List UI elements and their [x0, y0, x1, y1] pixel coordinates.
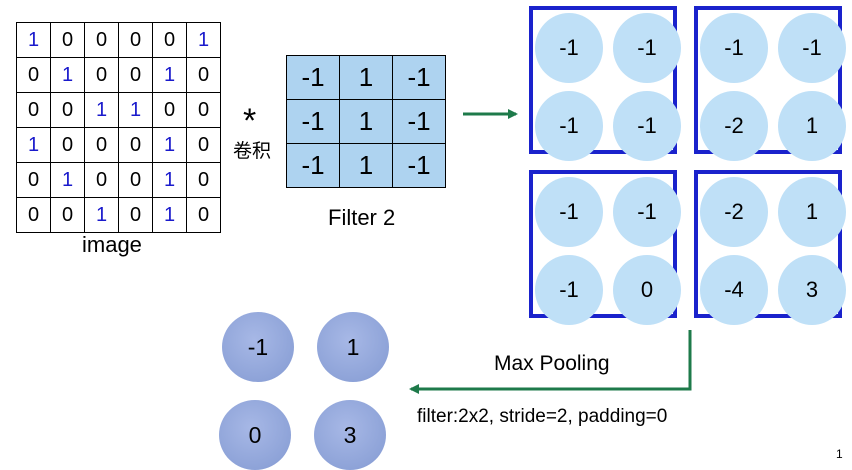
pooled-value: 3 — [314, 400, 386, 470]
max-pooling-label: Max Pooling — [494, 352, 610, 375]
image-cell: 0 — [84, 162, 119, 198]
image-cell: 0 — [50, 197, 85, 233]
feature-value: 3 — [778, 255, 846, 325]
image-cell: 1 — [152, 197, 187, 233]
pooled-value: -1 — [222, 312, 294, 382]
feature-value: -1 — [613, 177, 681, 247]
image-cell: 1 — [118, 92, 153, 128]
image-cell: 0 — [16, 92, 51, 128]
image-cell: 0 — [152, 22, 187, 58]
pooling-params: filter:2x2, stride=2, padding=0 — [417, 406, 668, 427]
feature-value: -1 — [613, 91, 681, 161]
feature-value: -1 — [778, 13, 846, 83]
filter-cell: 1 — [339, 143, 393, 188]
feature-value: -2 — [700, 177, 768, 247]
feature-value: -1 — [700, 13, 768, 83]
image-cell: 0 — [186, 92, 221, 128]
feature-block-top-right: -1 -1 -2 1 — [694, 6, 846, 161]
feature-value: -1 — [613, 13, 681, 83]
feature-value: -1 — [535, 177, 603, 247]
feature-block-top-left: -1 -1 -1 -1 — [529, 6, 681, 161]
filter-cell: -1 — [392, 99, 446, 144]
feature-block-bottom-right: -2 1 -4 3 — [694, 170, 846, 325]
page-number: 1 — [836, 447, 843, 461]
image-cell: 1 — [84, 92, 119, 128]
feature-value: -1 — [535, 255, 603, 325]
convolution-operator: * — [243, 102, 257, 140]
pooled-value: 0 — [219, 400, 291, 470]
image-cell: 0 — [118, 57, 153, 93]
filter-cell: -1 — [392, 143, 446, 188]
convolution-label: 卷积 — [233, 141, 272, 162]
feature-value: 0 — [613, 255, 681, 325]
feature-block-bottom-left: -1 -1 -1 0 — [529, 170, 681, 325]
pooling-arrow — [409, 330, 692, 394]
image-cell: 0 — [118, 127, 153, 163]
image-cell: 1 — [186, 22, 221, 58]
pooled-value: 1 — [317, 312, 389, 382]
feature-value: 1 — [778, 177, 846, 247]
filter-cell: 1 — [339, 99, 393, 144]
image-cell: 0 — [186, 162, 221, 198]
feature-value: 1 — [778, 91, 846, 161]
image-cell: 0 — [152, 92, 187, 128]
feature-value: -1 — [535, 91, 603, 161]
filter-caption: Filter 2 — [328, 205, 396, 230]
image-cell: 1 — [16, 22, 51, 58]
image-cell: 0 — [50, 127, 85, 163]
image-cell: 1 — [16, 127, 51, 163]
image-caption: image — [82, 232, 142, 257]
feature-value: -2 — [700, 91, 768, 161]
filter-cell: -1 — [286, 143, 340, 188]
image-cell: 0 — [84, 127, 119, 163]
feature-value: -1 — [535, 13, 603, 83]
image-cell: 0 — [186, 197, 221, 233]
feature-value: -4 — [700, 255, 768, 325]
image-cell: 1 — [84, 197, 119, 233]
